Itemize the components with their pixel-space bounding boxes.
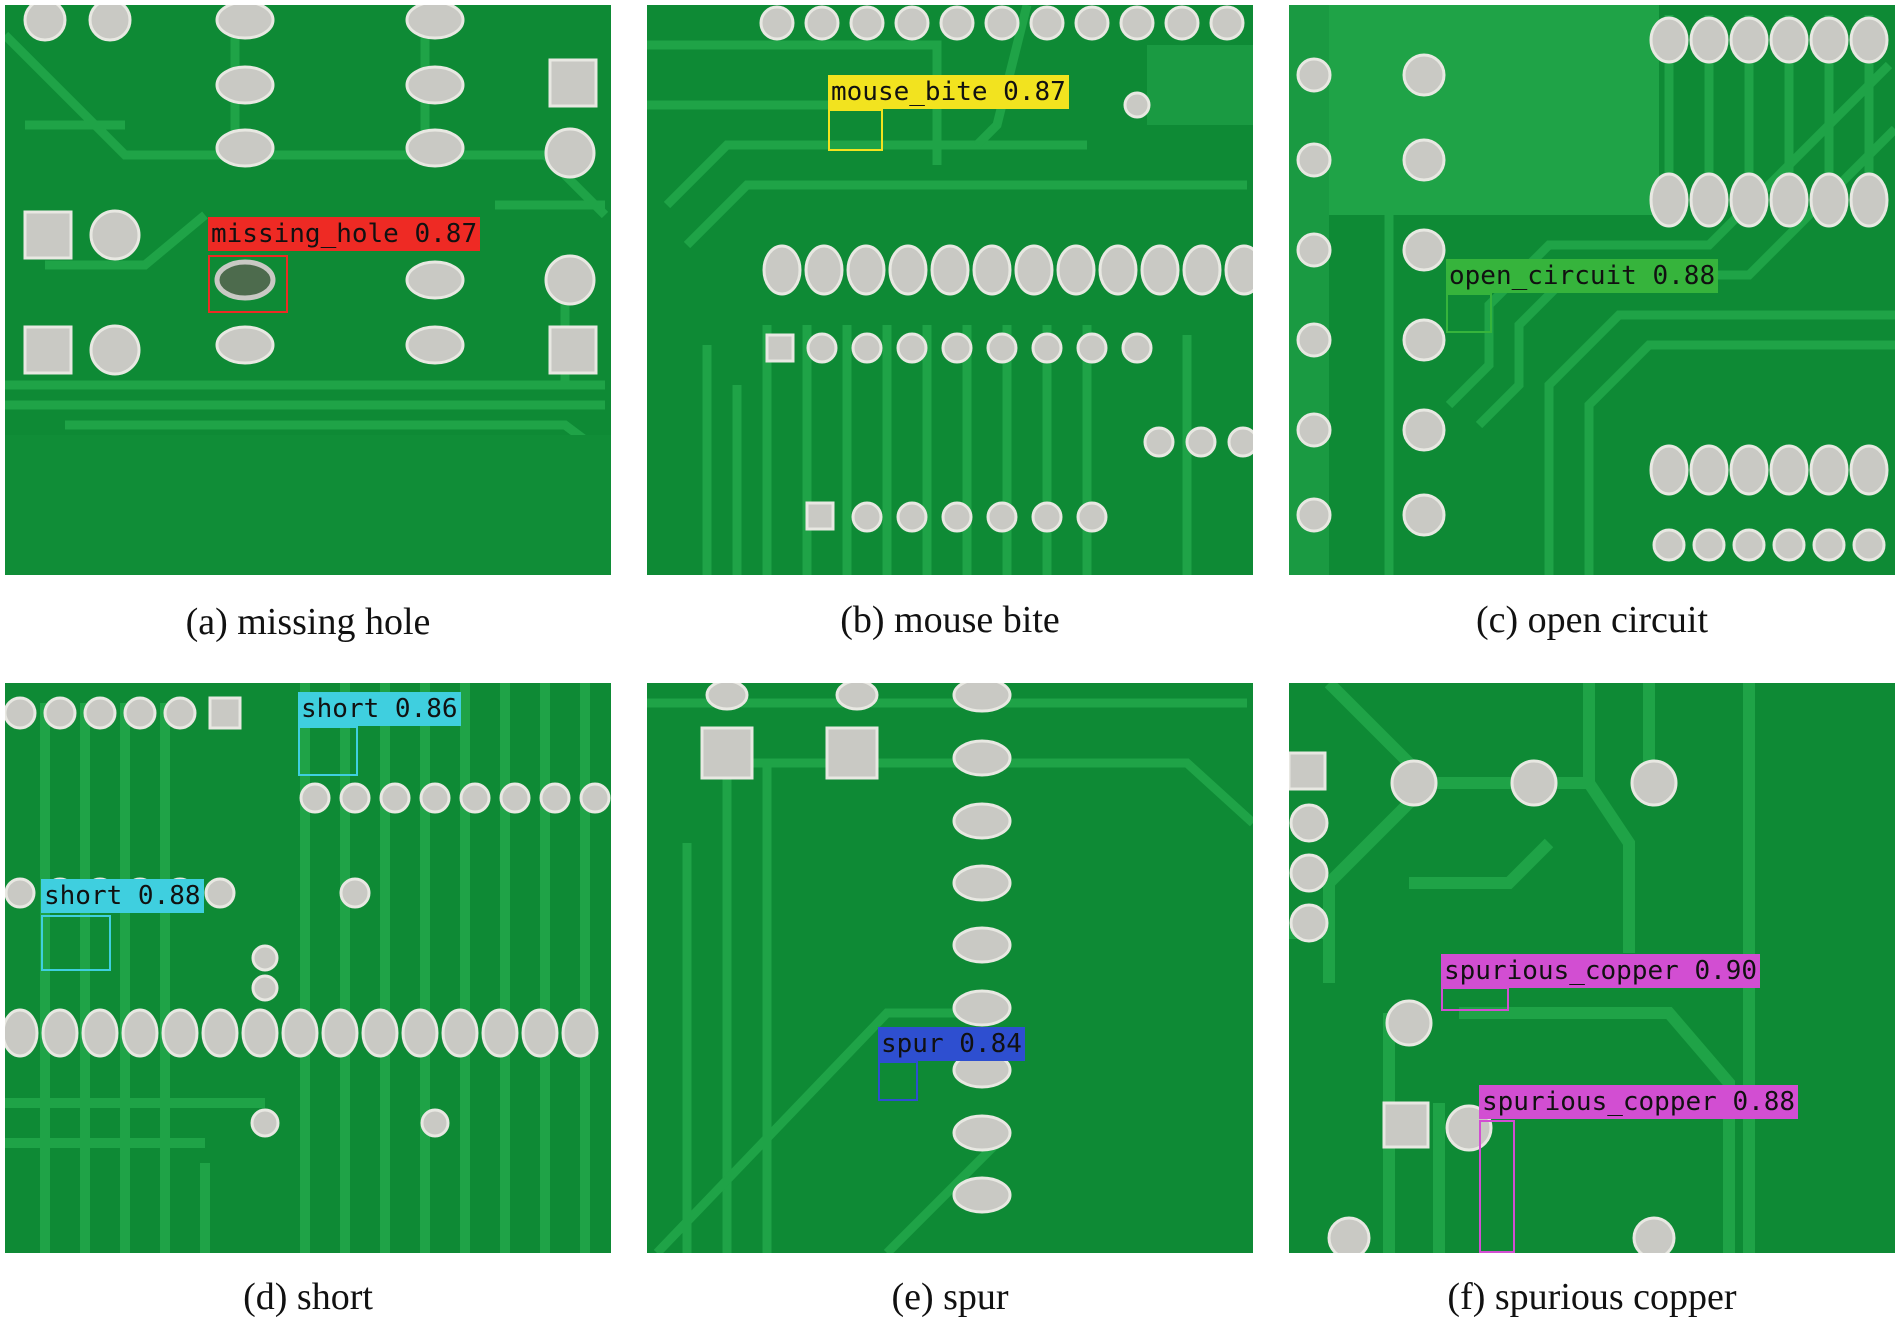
pcb-image-d — [5, 683, 611, 1253]
detection-label-short-left: short 0.88 — [41, 879, 204, 913]
caption-c: (c) open circuit — [1475, 599, 1709, 641]
detection-box-spurious-copper-1 — [1441, 987, 1509, 1011]
detection-box-mouse-bite — [828, 109, 883, 151]
panel-open-circuit: open_circuit 0.88 — [1289, 5, 1895, 575]
detection-label-spur: spur 0.84 — [878, 1027, 1025, 1061]
detection-box-spur — [878, 1061, 918, 1101]
detection-box-short-top — [298, 726, 358, 776]
caption-b: (b) mouse bite — [840, 599, 1060, 641]
detection-label-spurious-copper-1: spurious_copper 0.90 — [1441, 954, 1761, 988]
detection-box-short-left — [41, 915, 111, 971]
detection-label-missing-hole: missing_hole 0.87 — [208, 217, 481, 251]
panel-spurious-copper: spurious_copper 0.90 spurious_copper 0.8… — [1289, 683, 1895, 1253]
caption-a: (a) missing hole — [185, 601, 431, 643]
caption-f: (f) spurious copper — [1447, 1276, 1737, 1318]
detection-label-spurious-copper-2: spurious_copper 0.88 — [1479, 1085, 1799, 1119]
detection-box-spurious-copper-2 — [1479, 1120, 1515, 1253]
panel-mouse-bite: mouse_bite 0.87 — [647, 5, 1253, 575]
pcb-image-b — [647, 5, 1253, 575]
detection-label-open-circuit: open_circuit 0.88 — [1446, 259, 1719, 293]
pcb-image-e — [647, 683, 1253, 1253]
detection-box-open-circuit — [1446, 293, 1492, 333]
pcb-image-a — [5, 5, 611, 575]
caption-e: (e) spur — [891, 1276, 1009, 1318]
panel-short: short 0.86 short 0.88 — [5, 683, 611, 1253]
panel-missing-hole: missing_hole 0.87 — [5, 5, 611, 575]
caption-d: (d) short — [243, 1276, 373, 1318]
detection-label-mouse-bite: mouse_bite 0.87 — [828, 75, 1069, 109]
panel-spur: spur 0.84 — [647, 683, 1253, 1253]
detection-box-missing-hole — [208, 255, 288, 313]
detection-label-short-top: short 0.86 — [298, 692, 461, 726]
